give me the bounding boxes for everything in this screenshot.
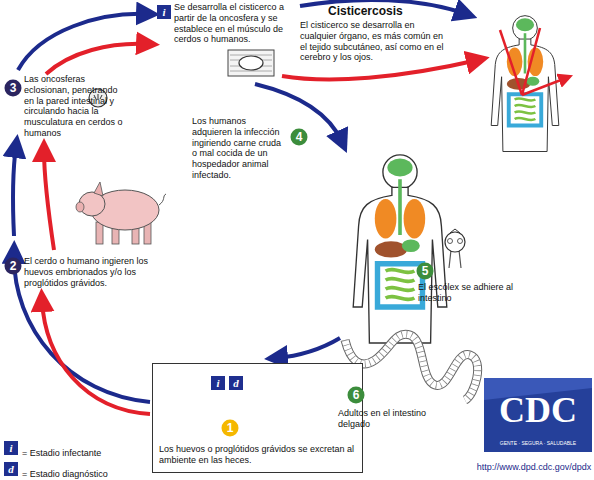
logo-box bbox=[484, 378, 592, 452]
icon-letter: i bbox=[211, 376, 225, 390]
adult-tapeworm bbox=[345, 334, 478, 400]
legend-row: = Estadio diagnóstico bbox=[22, 462, 108, 480]
number-circle-fill bbox=[291, 129, 308, 146]
legend-row: = Estadio infectante bbox=[22, 441, 101, 460]
icon-letter: d bbox=[229, 376, 243, 390]
icon-letter: 1 bbox=[221, 419, 239, 437]
icon-letter: i bbox=[4, 441, 18, 455]
muscle-fibres bbox=[230, 55, 272, 71]
number-circle-fill bbox=[5, 258, 22, 275]
cycle-arrow bbox=[44, 150, 54, 250]
step-number: 2 bbox=[4, 257, 22, 275]
step-number: 1 bbox=[221, 419, 239, 437]
step-number: 5 bbox=[416, 262, 434, 280]
step-number: 3 bbox=[4, 79, 22, 97]
cycle-arrow bbox=[13, 146, 16, 236]
cycle-arrow bbox=[282, 60, 478, 79]
stage-icon: i bbox=[4, 441, 18, 455]
icon-letter: d bbox=[4, 462, 18, 476]
step-text: Los humanos adquieren la infección ingir… bbox=[192, 116, 287, 181]
muscle-tissue bbox=[228, 50, 274, 76]
excretion-box: Los huevos o proglótidos grávidos se exc… bbox=[152, 363, 363, 473]
stage-icon: i bbox=[211, 376, 225, 390]
legend-text: = Estadio diagnóstico bbox=[22, 469, 108, 479]
scolex-illustration bbox=[445, 229, 465, 268]
step-text: Se desarrolla el cisticerco a partir de … bbox=[174, 2, 302, 45]
stage-icon: d bbox=[4, 462, 18, 476]
icon-letter: i bbox=[157, 5, 171, 19]
number-circle-fill bbox=[5, 80, 22, 97]
cysticercus bbox=[239, 56, 263, 70]
step-text: Adultos en el intestino delgado bbox=[338, 408, 438, 430]
human-figure bbox=[353, 155, 447, 343]
icon-letter: 3 bbox=[4, 79, 22, 97]
section-heading: Cisticercosis bbox=[328, 4, 438, 18]
icon-letter: 2 bbox=[4, 257, 22, 275]
step-text: Las oncosferas eclosionan, penetrando en… bbox=[24, 74, 126, 139]
cycle-arrow bbox=[18, 14, 148, 70]
icon-letter: 6 bbox=[347, 386, 365, 404]
step-text: El escólex se adhiere al intestino bbox=[418, 282, 528, 304]
stage-icon: d bbox=[229, 376, 243, 390]
step-text: El cerdo o humano ingieren los huevos em… bbox=[24, 256, 174, 288]
logo-text: CDC bbox=[486, 392, 590, 428]
step-text: El cisticerco se desarrolla en cualquier… bbox=[300, 20, 452, 63]
cycle-arrow bbox=[46, 44, 148, 74]
url-text: http://www.dpd.cdc.gov/dpdx bbox=[474, 462, 594, 473]
box-text: Los huevos o proglótidos grávidos se exc… bbox=[159, 444, 358, 466]
cycle-arrow bbox=[42, 300, 150, 414]
pig-illustration bbox=[76, 182, 166, 244]
number-circle-fill bbox=[222, 420, 239, 437]
cycle-arrow bbox=[276, 338, 340, 358]
icon-letter: 4 bbox=[290, 128, 308, 146]
icon-letter: 5 bbox=[416, 262, 434, 280]
stage-icon: i bbox=[157, 5, 171, 19]
legend-text: = Estadio infectante bbox=[22, 448, 101, 458]
number-circle-fill bbox=[417, 263, 434, 280]
number-circle-fill bbox=[348, 387, 365, 404]
step-number: 6 bbox=[347, 386, 365, 404]
spread-arrow bbox=[500, 28, 566, 95]
logo-slogan: GENTE · SEGURA · SALUDABLE bbox=[484, 440, 592, 446]
step-number: 4 bbox=[290, 128, 308, 146]
